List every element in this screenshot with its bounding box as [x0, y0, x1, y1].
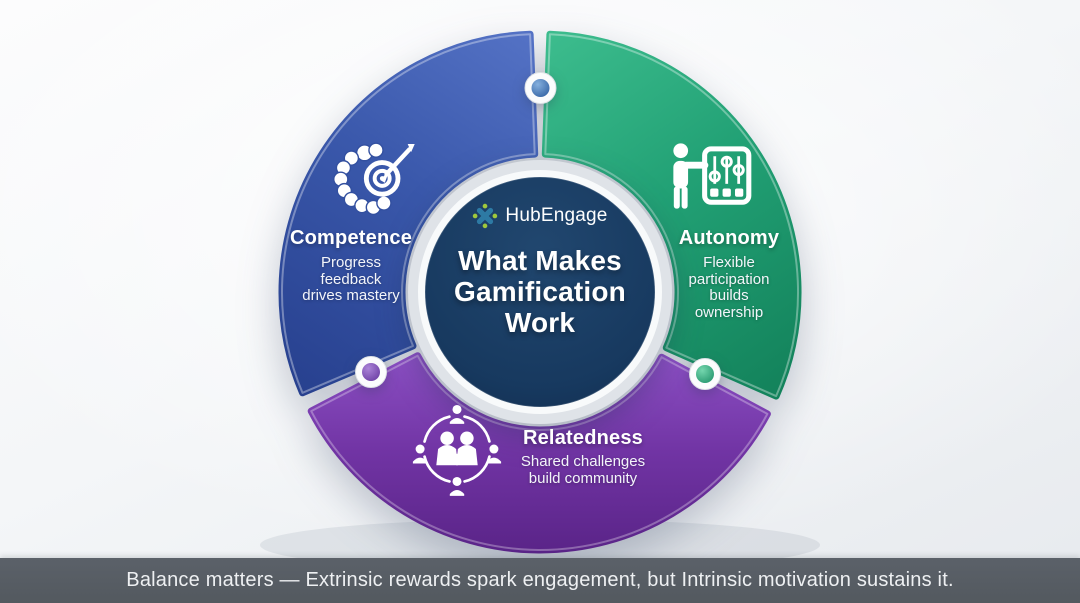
hubengage-logo-text: HubEngage	[505, 205, 608, 226]
segment-autonomy-label: Autonomy	[678, 227, 780, 249]
competence-desc-line-1: Progress	[320, 254, 382, 271]
autonomy-desc-line-1: Flexible	[703, 254, 755, 271]
relatedness-desc-line-2: build community	[528, 469, 638, 487]
center-circle	[408, 160, 672, 424]
center-navy-disc	[424, 176, 656, 408]
segment-relatedness-label: Relatedness	[522, 427, 644, 449]
segment-competence-arc	[278, 30, 539, 397]
segment-relatedness-gloss	[310, 354, 769, 551]
title-line-1: What Makes	[458, 245, 622, 276]
segment-autonomy-arc	[541, 30, 802, 400]
segment-competence-label: Competence	[289, 227, 413, 249]
person-controls-icon	[666, 142, 758, 227]
segment-competence-description: Progress feedback drives mastery	[261, 254, 441, 305]
diagram-title: What Makes Gamification Work	[430, 245, 650, 338]
connector-node-top	[524, 72, 557, 104]
autonomy-desc-line-3: builds	[709, 287, 749, 304]
segment-autonomy-description: Flexible participation builds ownership	[639, 254, 819, 321]
segment-relatedness-description: Shared challenges build community	[483, 453, 683, 487]
footer-caption: Balance matters — Extrinsic rewards spar…	[126, 569, 954, 591]
footer-bar: Balance matters — Extrinsic rewards spar…	[0, 558, 1080, 603]
community-handshake-icon	[412, 402, 502, 502]
relatedness-desc-line-1: Shared challenges	[520, 453, 646, 470]
segment-autonomy-gloss	[544, 33, 800, 398]
connector-node-bottom-left	[355, 356, 387, 388]
segment-competence-gloss	[281, 33, 536, 394]
autonomy-desc-line-4: ownership	[694, 303, 764, 321]
hubengage-logo-icon	[473, 203, 498, 229]
title-line-2: Gamification	[454, 276, 626, 307]
brain-target-icon	[332, 141, 420, 226]
connector-node-bottom-right	[689, 358, 721, 390]
competence-desc-line-2: feedback	[320, 270, 382, 288]
title-line-3: Work	[504, 307, 576, 338]
competence-desc-line-3: drives mastery	[302, 287, 400, 304]
autonomy-desc-line-2: participation	[688, 270, 770, 288]
segment-relatedness-arc	[307, 352, 771, 554]
hubengage-logo: HubEngage	[440, 202, 640, 230]
